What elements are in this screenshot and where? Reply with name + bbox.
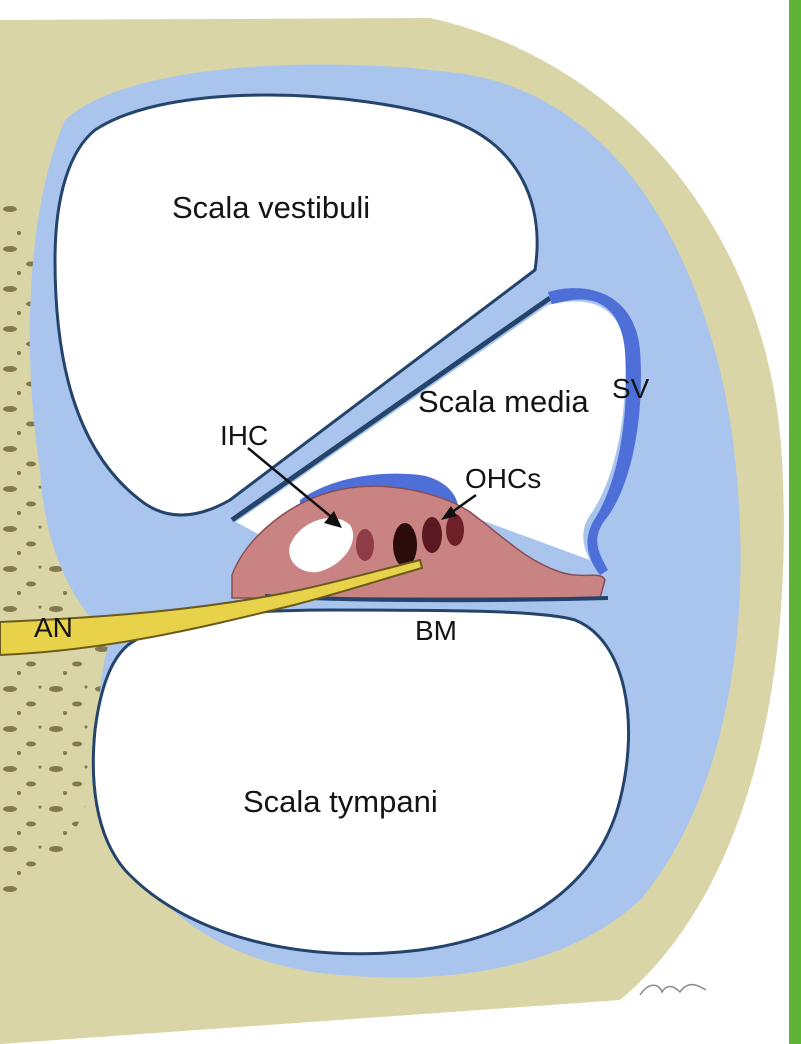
outer-hair-cell — [393, 523, 417, 567]
inner-hair-cell — [356, 529, 374, 561]
label-scala-tympani: Scala tympani — [243, 784, 438, 819]
label-an: AN — [34, 612, 73, 643]
label-scala-vestibuli: Scala vestibuli — [172, 190, 370, 225]
outer-hair-cell — [422, 517, 442, 553]
artist-signature — [640, 985, 706, 995]
label-scala-media: Scala media — [418, 384, 589, 419]
label-ihc: IHC — [220, 420, 268, 451]
label-bm: BM — [415, 615, 457, 646]
scala-tympani-chamber — [93, 610, 628, 954]
side-bar — [789, 0, 801, 1044]
label-sv: SV — [612, 373, 650, 404]
outer-hair-cell — [446, 514, 464, 546]
label-ohcs: OHCs — [465, 463, 541, 494]
